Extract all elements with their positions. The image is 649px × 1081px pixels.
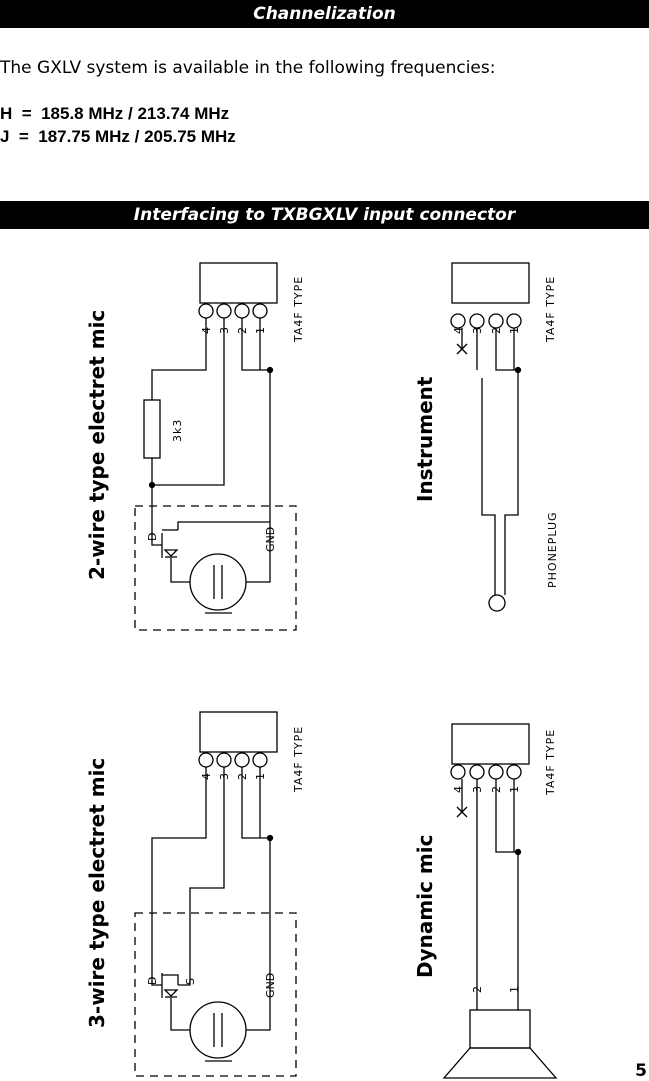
svg-text:3: 3 (218, 773, 231, 780)
svg-text:2: 2 (471, 986, 484, 993)
page-number: 5 (635, 1061, 647, 1081)
instrument-connector-label: TA4F TYPE (544, 276, 557, 343)
svg-text:S: S (184, 978, 197, 985)
two-wire-title: 2-wire type electret mic (85, 310, 109, 580)
interfacing-header: Interfacing to TXBGXLV input connector (0, 201, 649, 229)
dynamic-title: Dynamic mic (413, 835, 437, 978)
svg-text:2: 2 (490, 327, 503, 334)
svg-text:1: 1 (254, 773, 267, 780)
svg-text:1: 1 (254, 327, 267, 334)
svg-text:3: 3 (471, 786, 484, 793)
svg-text:3: 3 (218, 327, 231, 334)
channelization-header: Channelization (0, 0, 649, 28)
svg-text:2: 2 (236, 327, 249, 334)
svg-text:1: 1 (508, 986, 521, 993)
svg-text:GND: GND (264, 527, 277, 552)
diagram-dynamic (442, 723, 558, 1079)
intro-text: The GXLV system is available in the foll… (0, 58, 496, 78)
svg-text:4: 4 (200, 327, 213, 334)
diagram-instrument (450, 262, 530, 612)
frequency-h: H = 185.8 MHz / 213.74 MHz (0, 104, 230, 123)
svg-text:4: 4 (200, 773, 213, 780)
svg-text:D: D (146, 977, 159, 985)
svg-text:2: 2 (236, 773, 249, 780)
connector-body (199, 262, 278, 304)
svg-text:3: 3 (471, 327, 484, 334)
three-wire-connector-label: TA4F TYPE (292, 726, 305, 793)
svg-text:GND: GND (264, 973, 277, 998)
diagram-two-wire (134, 262, 297, 631)
two-wire-connector-label: TA4F TYPE (292, 276, 305, 343)
phoneplug-label: PHONEPLUG (546, 511, 559, 588)
svg-text:4: 4 (452, 327, 465, 334)
phone-plug-tip (488, 594, 506, 612)
mic-capsule (189, 553, 247, 611)
svg-text:4: 4 (452, 786, 465, 793)
speaker-cone (442, 1047, 558, 1079)
svg-text:1: 1 (508, 327, 521, 334)
resistor (143, 399, 161, 459)
frequency-j: J = 187.75 MHz / 205.75 MHz (0, 127, 236, 146)
svg-text:D: D (146, 533, 159, 541)
dynamic-connector-label: TA4F TYPE (544, 729, 557, 796)
diagram-three-wire (134, 711, 297, 1077)
svg-text:2: 2 (490, 786, 503, 793)
instrument-title: Instrument (413, 376, 437, 502)
three-wire-title: 3-wire type electret mic (85, 758, 109, 1028)
resistor-label: 3k3 (171, 419, 184, 442)
svg-text:1: 1 (508, 786, 521, 793)
speaker-magnet (469, 1009, 531, 1049)
